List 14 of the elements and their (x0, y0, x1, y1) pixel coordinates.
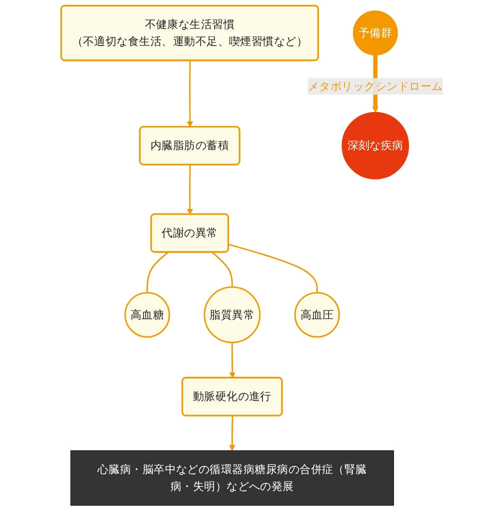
connector (212, 252, 233, 288)
connector (228, 244, 318, 293)
node-circle: 高血圧 (294, 292, 340, 338)
node-circle: 深刻な疾病 (342, 112, 410, 180)
arrow (229, 342, 236, 378)
node-box: 心臓病・脳卒中などの循環器病糖尿病の合併症（腎臓病・失明）などへの発展 (70, 450, 394, 506)
node-circle: 高血糖 (124, 292, 170, 338)
node-circle: 脂質異常 (204, 286, 261, 344)
arrow (229, 416, 236, 451)
connector (146, 252, 168, 293)
arrow (186, 164, 194, 215)
edge-label: メタボリックシンドローム (308, 79, 443, 93)
node-circle: 予備群 (352, 10, 398, 56)
arrow (186, 60, 194, 128)
